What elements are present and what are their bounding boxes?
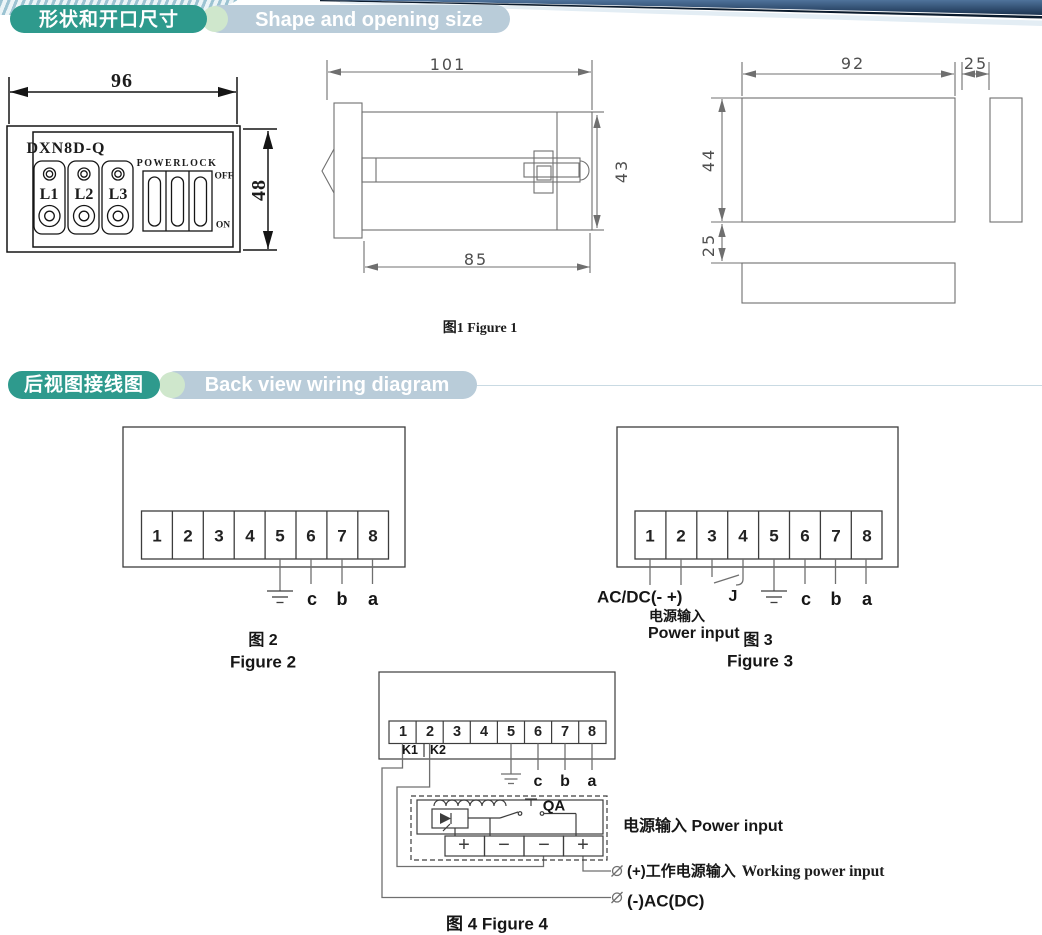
section2-en-badge [162,371,477,399]
fig3-terminal-6: 6 [800,526,810,546]
front-height-dim: 48 [248,179,270,201]
fig3-pin-c: c [800,589,812,609]
fig2-terminal-4: 4 [245,526,255,546]
fig3-power-terminals-label: AC/DC(- +) [597,587,683,607]
figure3-caption-cn: 图 3 [743,632,773,649]
figure3-caption-en: Figure 3 [726,651,794,671]
fig2-pin-b: b [336,589,348,609]
figure4-linework [378,671,623,904]
cutout-height-dim: 44 [699,147,718,173]
cutout-side-dim: 25 [963,54,989,73]
fig4-polarity-1: + [458,834,470,856]
section1-title-en: Shape and opening size [255,9,483,31]
figure4-caption: 图 4 Figure 4 [445,914,549,934]
section1-title-cn: 形状和开口尺寸 [38,9,180,31]
lamp-l3-label: L3 [108,186,128,203]
front-width-dim: 96 [111,70,133,92]
fig2-terminal-5: 5 [275,526,285,546]
section1-en-badge [206,5,510,33]
side-depth-dim: 101 [429,55,467,74]
cutout-width-dim: 92 [840,54,866,73]
fig4-negative-label: (-)AC(DC) [627,891,705,911]
fig4-k1-label: K1 [402,742,418,757]
fig4-terminal-3: 3 [452,723,462,740]
section2-title-cn: 后视图接线图 [23,374,145,396]
figure1-cutout-view-linework [711,62,1023,304]
model-label: DXN8D-Q [26,140,106,157]
fig4-terminal-4: 4 [479,723,489,740]
fig3-terminal-3: 3 [707,526,717,546]
lamp-l2-label: L2 [74,186,94,203]
fig3-terminal-1: 1 [645,526,655,546]
fig4-terminal-1: 1 [398,723,408,740]
powerlock-label: POWERLOCK [136,158,218,169]
fig4-terminal-6: 6 [533,723,543,740]
fig4-terminal-5: 5 [506,723,516,740]
side-height-dim: 43 [612,158,631,184]
section2-title-en: Back view wiring diagram [204,374,450,396]
switch-on-label: ON [215,220,231,231]
fig2-pin-a: a [367,589,379,609]
fig4-polarity-3: − [538,834,550,856]
fig4-polarity-2: − [498,834,510,856]
fig3-terminal-8: 8 [862,526,872,546]
fig4-power-input-label: 电源输入 Power input [623,818,784,835]
section2-rule [477,385,1042,386]
fig4-k2-label: K2 [430,742,446,757]
fig4-working-power-cn: (+)工作电源输入 [627,863,736,880]
fig4-working-power-label: (+)工作电源输入 Working power input [627,864,884,880]
fig3-relay-label: J [728,588,738,605]
fig2-terminal-1: 1 [152,526,162,546]
fig4-terminal-2: 2 [425,723,435,740]
fig3-power-label-cn: 电源输入 [649,608,705,624]
fig4-switch-label: QA [542,797,566,815]
section2-dot-decor [159,372,185,398]
fig2-terminal-7: 7 [337,526,347,546]
fig3-power-label-en: Power input [648,625,740,642]
fig3-pin-b: b [830,589,842,609]
fig4-terminal-7: 7 [560,723,570,740]
switch-off-label: OFF [214,171,234,182]
fig4-pin-b: b [560,773,570,790]
section1-cn-badge [10,5,207,33]
fig4-pin-c: c [533,773,543,790]
fig4-pin-a: a [587,773,597,790]
fig2-terminal-2: 2 [183,526,193,546]
fig3-terminal-7: 7 [831,526,841,546]
figure3-linework [616,426,899,604]
fig2-terminal-6: 6 [306,526,316,546]
figure1-front-view-linework [6,77,277,253]
fig3-terminal-2: 2 [676,526,686,546]
fig2-terminal-3: 3 [214,526,224,546]
fig4-terminal-8: 8 [587,723,597,740]
figure1-caption: 图1 Figure 1 [442,321,518,336]
figure1-side-view-linework [321,60,604,273]
fig2-pin-c: c [306,589,318,609]
fig4-working-power-en: Working power input [741,863,885,880]
fig3-terminal-5: 5 [769,526,779,546]
section2-cn-badge [8,371,160,399]
lamp-l1-label: L1 [39,186,59,203]
figure2-caption-cn: 图 2 [248,632,278,649]
figure2-linework [122,426,406,604]
fig3-pin-a: a [861,589,873,609]
fig2-terminal-8: 8 [368,526,378,546]
figure2-caption-en: Figure 2 [229,652,297,672]
fig3-terminal-4: 4 [738,526,748,546]
fig4-polarity-4: + [577,834,589,856]
side-body-dim: 85 [463,250,489,269]
top-swoosh-decor [320,0,1042,26]
cutout-gap-dim: 25 [699,232,718,258]
